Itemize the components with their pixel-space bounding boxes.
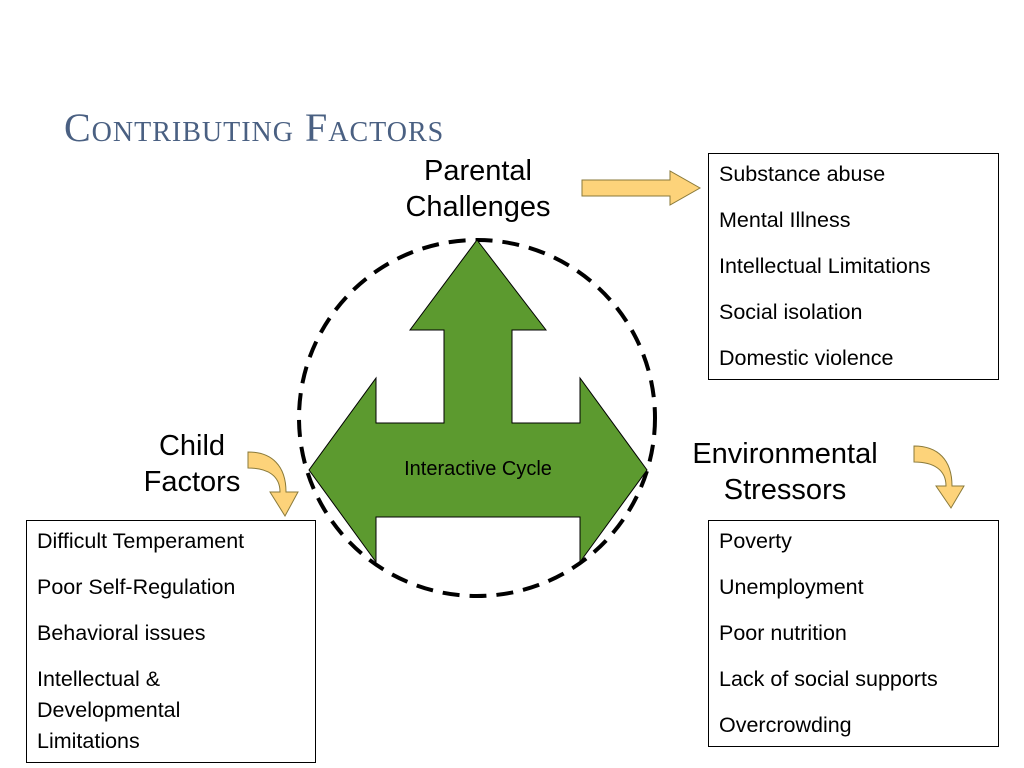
list-item: Poor Self-Regulation [37,575,236,599]
list-item: Behavioral issues [37,621,206,645]
parental-callout-arrow [581,170,702,206]
list-item: Overcrowding [719,713,852,737]
child-factors-label: Child Factors [112,428,272,500]
environmental-callout-arrow [913,445,965,509]
parental-list: Substance abuse Mental Illness Intellect… [719,162,988,371]
list-item: Domestic violence [719,346,894,370]
list-item: Lack of social supports [719,667,938,691]
environmental-label-line1: Environmental [692,438,878,470]
parental-label-line2: Challenges [405,191,551,223]
environmental-stressors-label: Environmental Stressors [670,436,900,508]
list-item: Social isolation [719,300,863,324]
child-list: Difficult Temperament Poor Self-Regulati… [37,529,305,757]
list-item: Poverty [719,529,792,553]
three-way-arrow [308,239,648,564]
parental-challenges-box: Substance abuse Mental Illness Intellect… [708,153,999,380]
list-item: Substance abuse [719,162,886,186]
environmental-label-line2: Stressors [723,474,847,506]
list-item: Difficult Temperament [37,529,245,553]
child-factors-box: Difficult Temperament Poor Self-Regulati… [26,520,316,763]
child-label-line1: Child [158,430,226,462]
list-item: Poor nutrition [719,621,847,645]
list-item: Mental Illness [719,208,851,232]
list-item: Intellectual Limitations [719,254,931,278]
environmental-list: Poverty Unemployment Poor nutrition Lack… [719,529,988,738]
interactive-cycle-label: Interactive Cycle [404,458,552,480]
child-label-line2: Factors [143,466,241,498]
parental-challenges-label: Parental Challenges [378,153,578,225]
parental-label-line1: Parental [423,155,532,187]
child-callout-arrow [247,451,299,517]
environmental-stressors-box: Poverty Unemployment Poor nutrition Lack… [708,520,999,747]
list-item: Intellectual & Developmental Limitations [37,667,181,753]
slide-title: Contributing Factors [64,105,445,150]
list-item: Unemployment [719,575,864,599]
